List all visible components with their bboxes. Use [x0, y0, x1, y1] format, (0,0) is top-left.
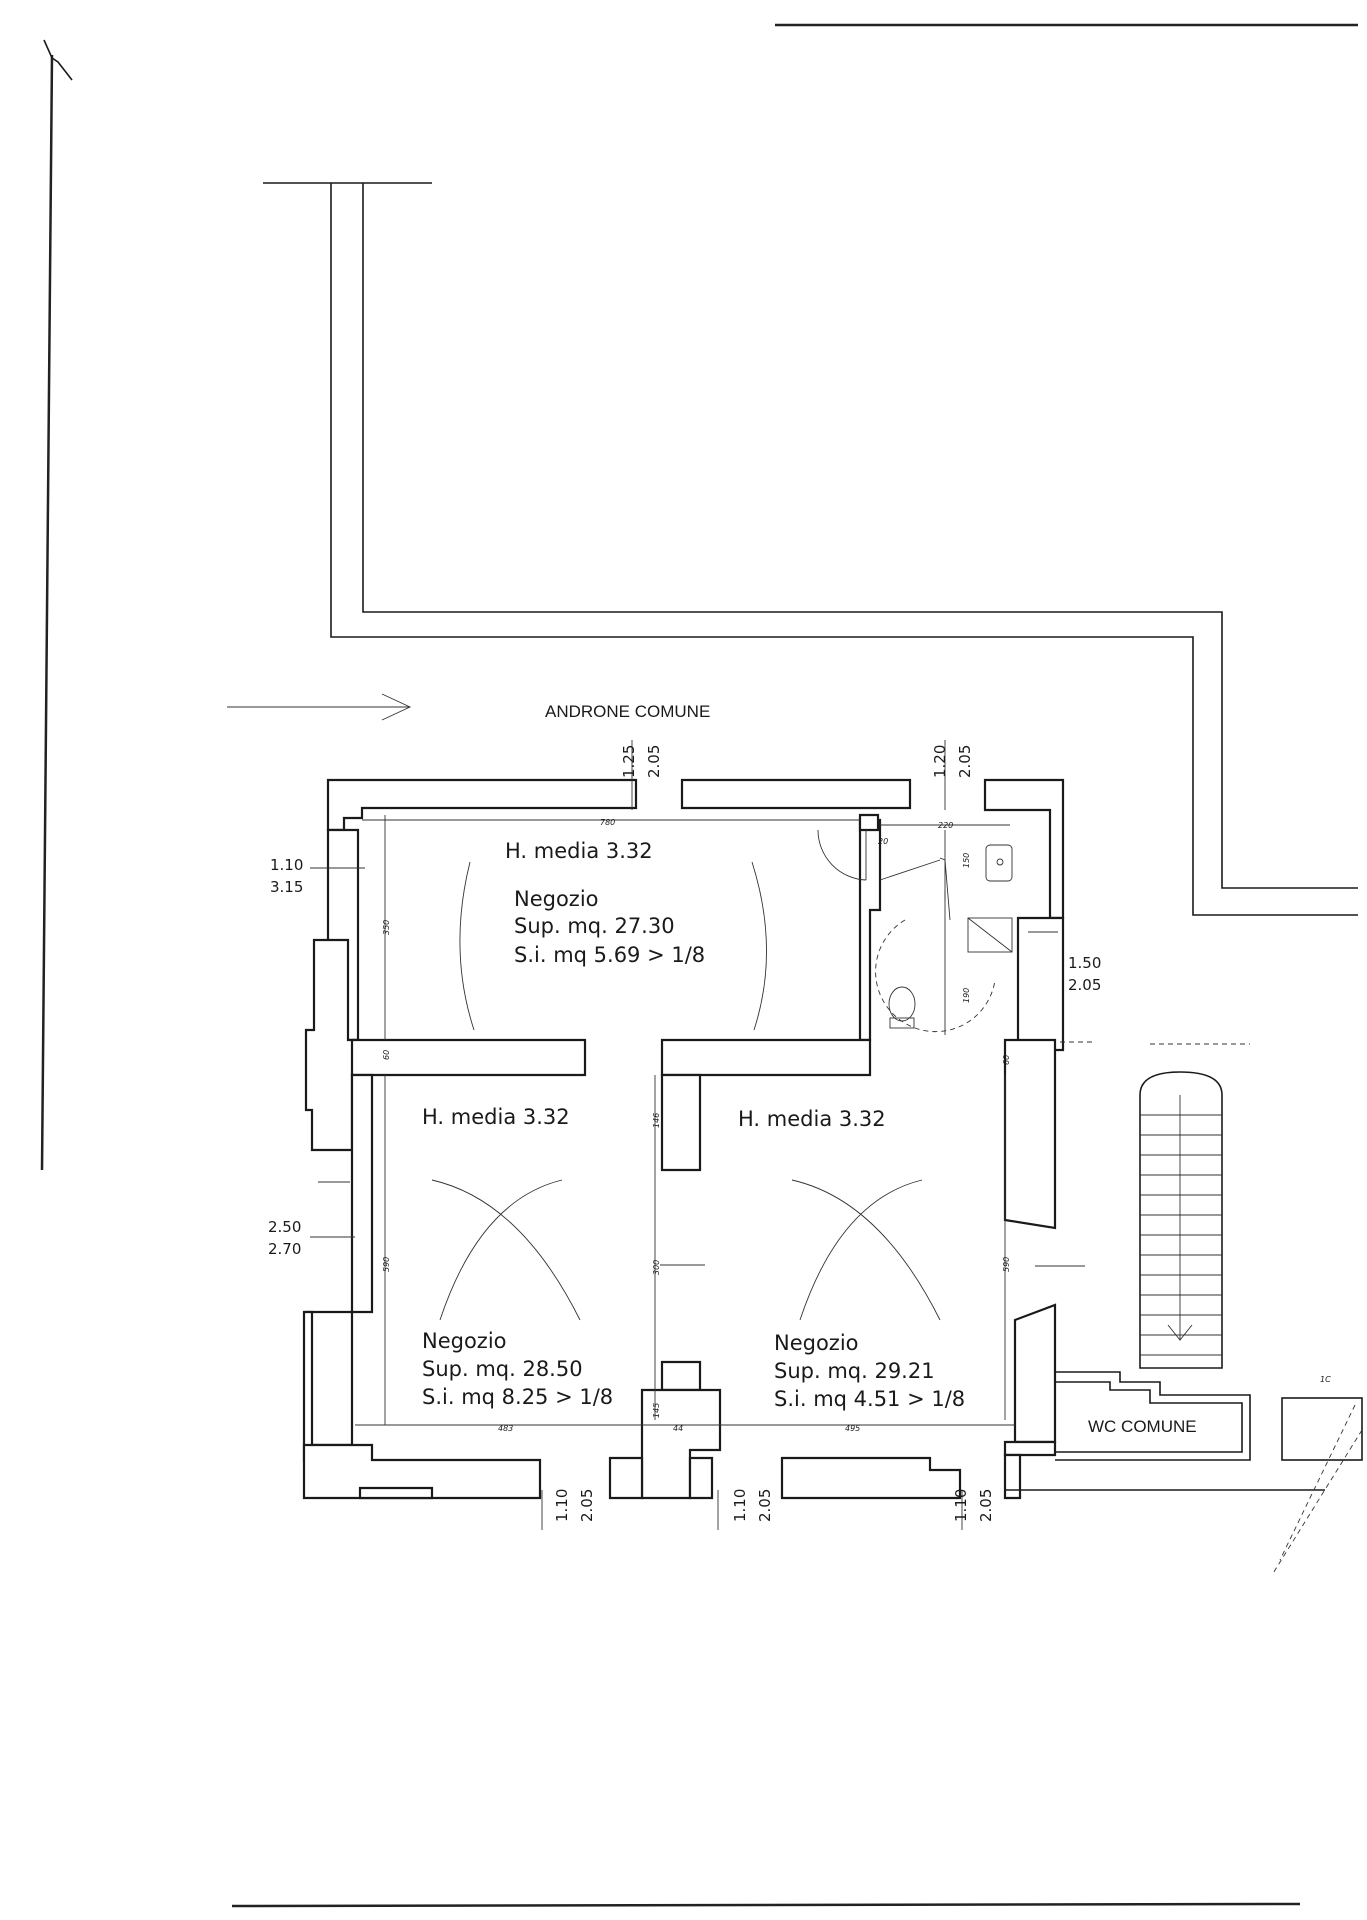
measure-300: 300 — [652, 1260, 661, 1275]
room-top-height: H. media 3.32 — [505, 839, 653, 863]
common-wc — [1004, 1371, 1363, 1576]
opening-bottom2-width: 1.10 — [731, 1489, 749, 1522]
measure-146: 146 — [652, 1113, 661, 1128]
room-left-area: Sup. mq. 28.50 — [422, 1357, 583, 1381]
room-left-height: H. media 3.32 — [422, 1105, 570, 1129]
measure-right-60: 60 — [1002, 1055, 1011, 1065]
measure-780: 780 — [600, 818, 615, 827]
opening-bottom1-height: 2.05 — [578, 1489, 596, 1522]
opening-bottom3-height: 2.05 — [977, 1489, 995, 1522]
dimension-lines — [310, 740, 1085, 1530]
opening-top1-width: 1.25 — [620, 745, 638, 778]
measure-145: 145 — [652, 1403, 661, 1418]
building-walls — [302, 778, 1065, 1500]
measure-150: 150 — [962, 853, 971, 868]
measure-44: 44 — [673, 1424, 683, 1433]
measure-350: 350 — [382, 920, 391, 935]
room-top-area: Sup. mq. 27.30 — [514, 914, 675, 938]
room-right-name: Negozio — [774, 1331, 859, 1355]
opening-bottom1-width: 1.10 — [553, 1489, 571, 1522]
vault-symbols — [431, 1179, 941, 1321]
corridor-walls — [263, 182, 1358, 916]
opening-right-height: 2.05 — [1068, 976, 1101, 994]
wc-common-label: WC COMUNE — [1088, 1417, 1197, 1436]
measure-220: 220 — [938, 821, 953, 830]
measure-483: 483 — [498, 1424, 513, 1433]
corridor-label: ANDRONE COMUNE — [545, 702, 710, 721]
room-top-name: Negozio — [514, 887, 599, 911]
measure-left-60: 60 — [382, 1050, 391, 1060]
measure-495: 495 — [845, 1424, 860, 1433]
door-swings — [459, 829, 867, 1031]
scan-marks — [1060, 1041, 1250, 1045]
opening-left-width: 2.50 — [268, 1218, 301, 1236]
room-right-height: H. media 3.32 — [738, 1107, 886, 1131]
measure-190: 190 — [962, 988, 971, 1003]
room-left-light: S.i. mq 8.25 > 1/8 — [422, 1385, 613, 1409]
room-left-name: Negozio — [422, 1329, 507, 1353]
measure-20: 20 — [878, 837, 888, 846]
measure-right-590: 590 — [1002, 1257, 1011, 1272]
opening-top1-height: 2.05 — [645, 745, 663, 778]
wc-fixtures — [875, 844, 1013, 1035]
entrance-arrow — [227, 693, 412, 721]
sheet-edges — [40, 23, 1358, 1908]
opening-top-left-height: 3.15 — [270, 878, 303, 896]
staircase — [1139, 1071, 1223, 1369]
corner-note: 1C — [1320, 1375, 1331, 1384]
opening-bottom3-width: 1.10 — [952, 1489, 970, 1522]
opening-top2-height: 2.05 — [956, 745, 974, 778]
opening-bottom2-height: 2.05 — [756, 1489, 774, 1522]
room-top-light: S.i. mq 5.69 > 1/8 — [514, 943, 705, 967]
opening-left-height: 2.70 — [268, 1240, 301, 1258]
room-right-light: S.i. mq 4.51 > 1/8 — [774, 1387, 965, 1411]
opening-right-width: 1.50 — [1068, 954, 1101, 972]
room-right-area: Sup. mq. 29.21 — [774, 1359, 935, 1383]
opening-top-left-width: 1.10 — [270, 856, 303, 874]
opening-top2-width: 1.20 — [931, 745, 949, 778]
measure-left-590: 590 — [382, 1257, 391, 1272]
